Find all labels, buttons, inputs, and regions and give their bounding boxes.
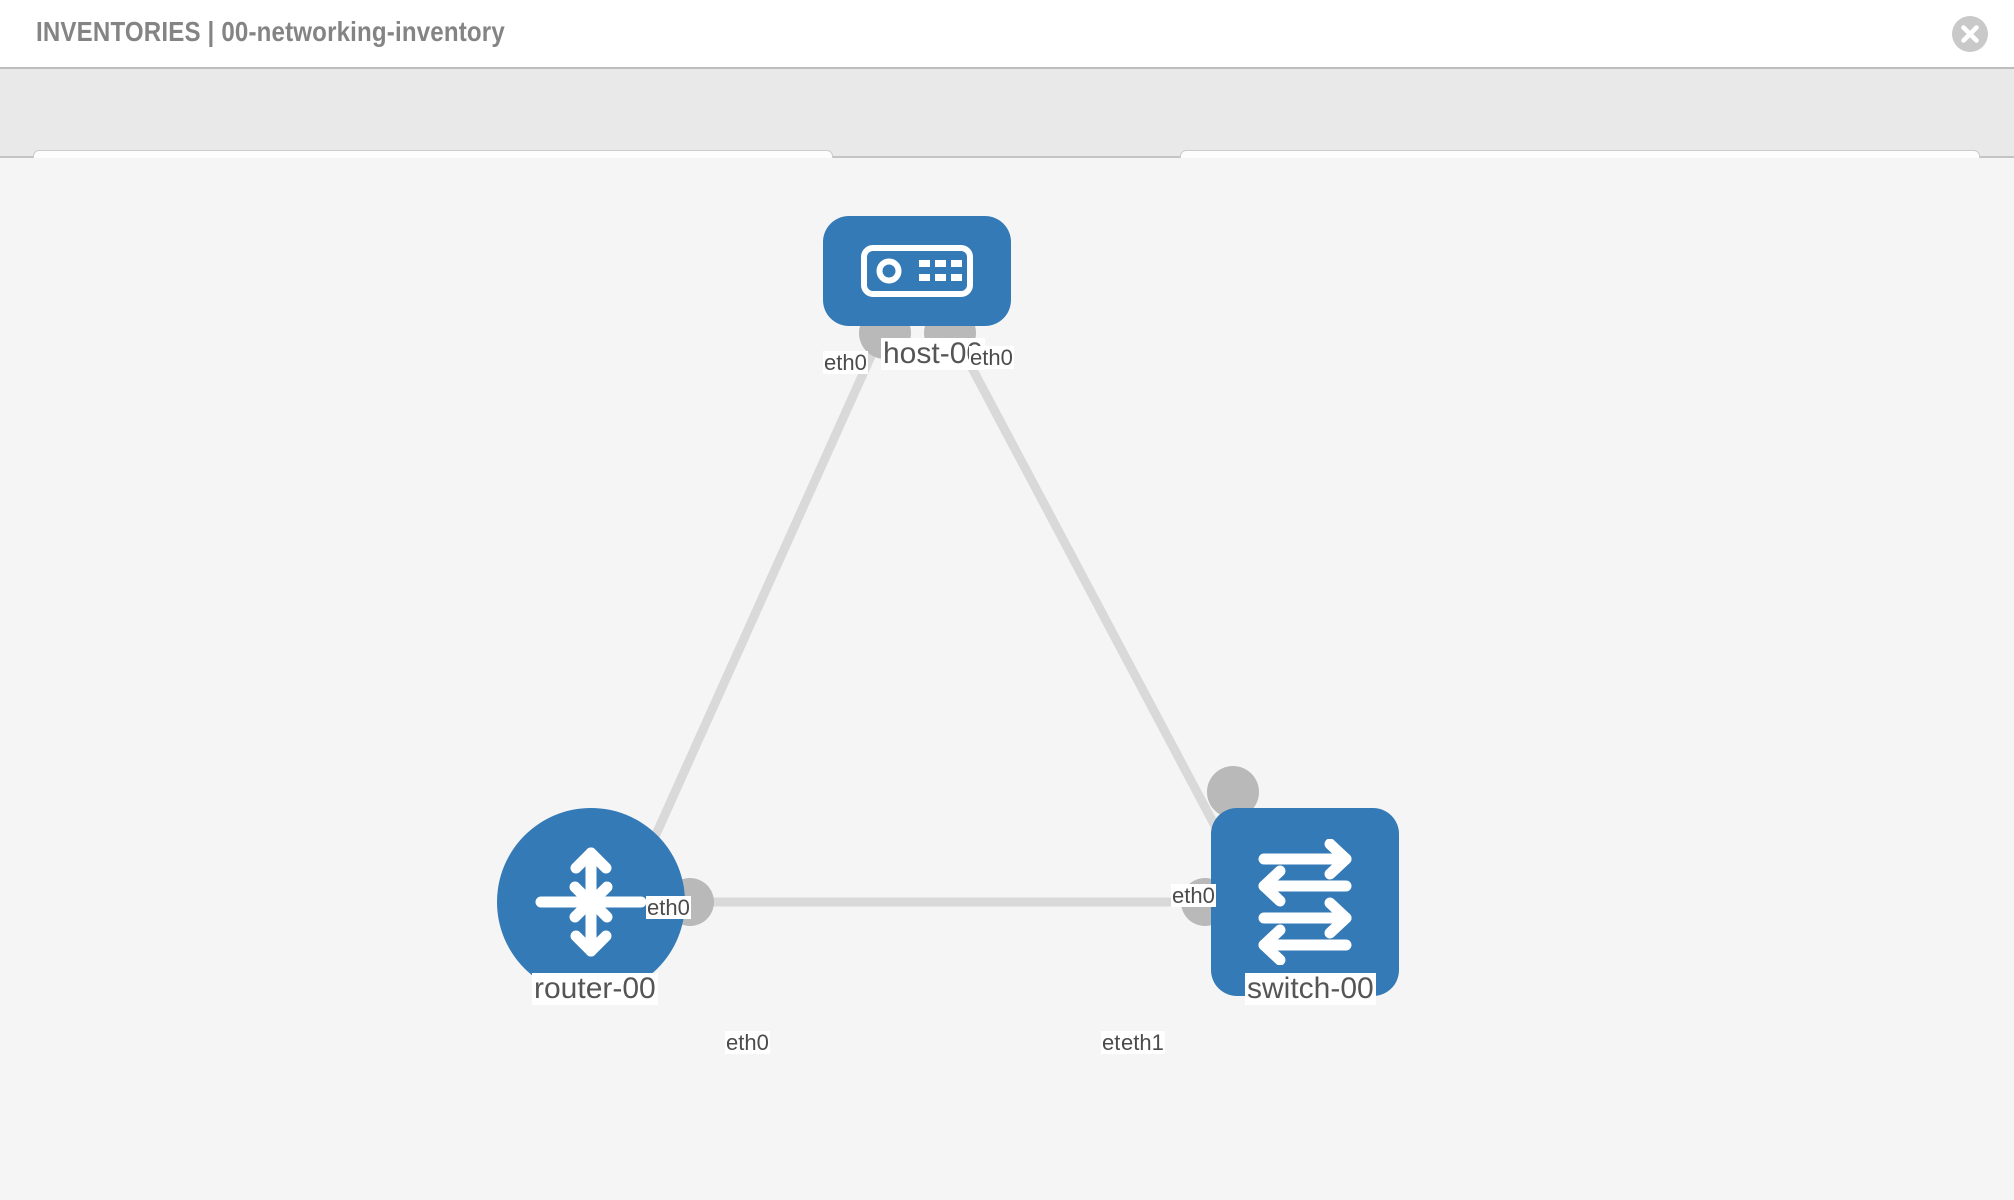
iface-label-router-up: eth0 [646, 895, 691, 920]
link-host-router[interactable] [635, 334, 885, 872]
toolbar: ACTIONS SEARCH [0, 67, 2014, 204]
topology-canvas[interactable]: host-00 router-00 switch-00 eth0 eth0 et… [0, 158, 2014, 1200]
interface-endpoint-switch-up[interactable] [1207, 766, 1259, 818]
link-host-switch[interactable] [951, 333, 1236, 861]
iface-label-host-left: eth0 [823, 350, 868, 375]
page-title: INVENTORIES | 00-networking-inventory [36, 16, 505, 47]
iface-label-host-right: eth0 [969, 345, 1014, 370]
node-label-router-00: router-00 [532, 972, 658, 1005]
iface-label-switch-left: eth1 [1120, 1030, 1165, 1055]
node-label-switch-00: switch-00 [1245, 972, 1376, 1005]
router-arrows-icon [535, 847, 647, 957]
topology-links-layer [635, 307, 1259, 926]
node-switch-00[interactable] [1211, 808, 1399, 996]
node-label-host-00: host-00 [881, 337, 986, 370]
close-button[interactable] [1952, 16, 1988, 52]
node-host-00[interactable] [823, 216, 1011, 326]
server-icon [861, 245, 973, 297]
iface-label-router-right: eth0 [725, 1030, 770, 1055]
app-header: INVENTORIES | 00-networking-inventory [0, 0, 2014, 67]
iface-label-switch-up: eth0 [1171, 883, 1216, 908]
close-icon [1961, 25, 1979, 43]
switch-arrows-icon [1258, 839, 1352, 965]
